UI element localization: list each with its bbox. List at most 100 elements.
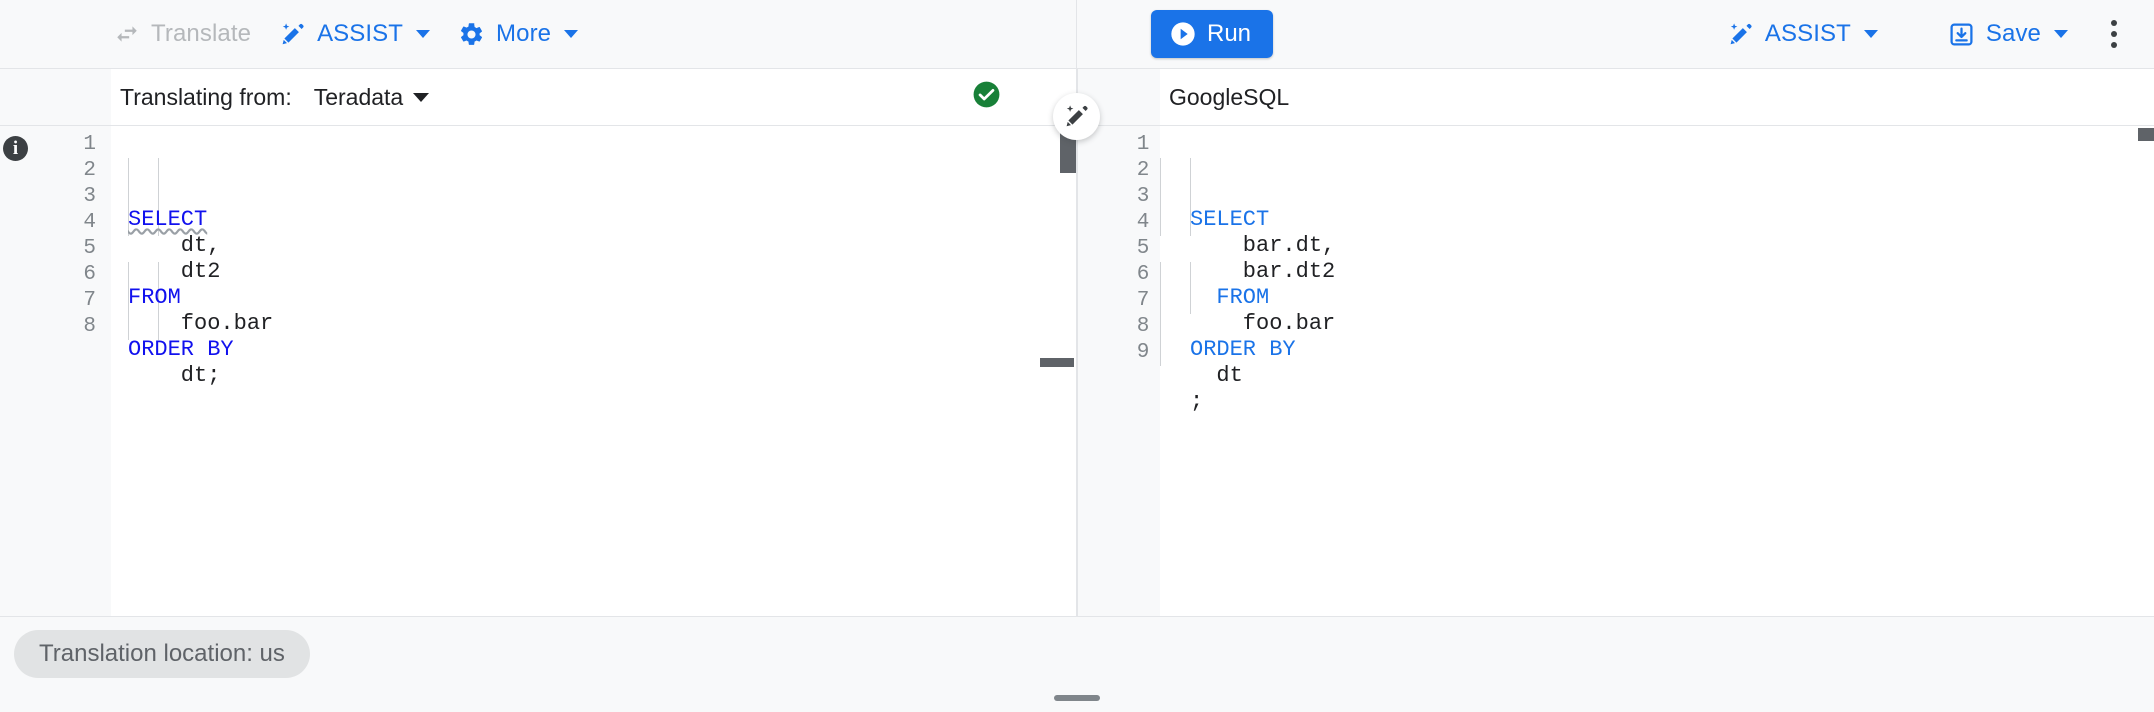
translating-from-label: Translating from: <box>120 83 292 110</box>
line-number: 5 <box>1136 237 1150 260</box>
more-label: More <box>496 20 552 47</box>
status-bar: Translation location: us <box>0 616 2154 712</box>
save-download-icon <box>1948 21 1975 48</box>
code-line: dt; <box>128 363 1076 389</box>
line-number: 8 <box>1136 315 1150 338</box>
code-line: ORDER BY <box>128 337 1076 363</box>
source-pane-header: Translating from: Teradata <box>0 69 1076 126</box>
code-token: bar.dt2 <box>1190 259 1336 284</box>
code-token: ORDER BY <box>128 337 234 362</box>
horizontal-resize-grip[interactable] <box>1054 695 1100 701</box>
code-token: dt; <box>128 363 221 388</box>
code-line: dt2 <box>128 259 1076 285</box>
code-line: ; <box>1190 389 2154 415</box>
code-token: foo.bar <box>1190 311 1336 336</box>
code-line: SELECT <box>128 207 1076 233</box>
editor-panes: Translating from: Teradata i <box>0 69 2154 616</box>
chevron-down-icon <box>413 92 430 102</box>
code-token: ; <box>1190 389 1204 414</box>
code-line: bar.dt2 <box>1190 259 2154 285</box>
line-number: 2 <box>83 159 96 182</box>
code-token: ORDER BY <box>1190 337 1296 362</box>
code-token: dt, <box>128 233 221 258</box>
more-button[interactable]: More <box>448 10 588 58</box>
code-line: foo.bar <box>128 311 1076 337</box>
target-vertical-scrollbar[interactable] <box>2138 128 2154 141</box>
target-header-body: GoogleSQL <box>1160 69 2154 125</box>
line-number: 6 <box>1136 263 1150 286</box>
code-line: FROM <box>128 285 1076 311</box>
target-pane-header: GoogleSQL <box>1078 69 2154 126</box>
code-line: SELECT <box>1190 207 2154 233</box>
translation-location-chip: Translation location: us <box>14 630 310 678</box>
magic-wand-icon <box>1727 21 1754 48</box>
gear-icon <box>458 21 485 48</box>
magic-wand-icon[interactable] <box>1053 93 1100 140</box>
source-header-gutter <box>0 69 111 125</box>
line-number: 3 <box>1136 185 1150 208</box>
source-horizontal-scrollbar[interactable] <box>1040 358 1074 367</box>
target-editor[interactable]: 1 2 3 4 5 6 7 8 9 SELECT bar.dt, bar.dt2 FROM fo… <box>1078 126 2154 616</box>
play-circle-icon <box>1169 20 1197 48</box>
code-token: foo.bar <box>128 311 274 336</box>
chevron-down-icon <box>564 30 579 38</box>
line-number: 7 <box>1136 289 1150 312</box>
chevron-down-icon <box>416 30 431 38</box>
code-line: dt, <box>128 233 1076 259</box>
line-number: 7 <box>83 289 96 312</box>
save-button[interactable]: Save <box>1938 10 2078 58</box>
pane-splitter[interactable] <box>1053 69 1100 616</box>
source-line-numbers: 1 2 3 4 5 6 7 8 <box>48 126 111 616</box>
run-button[interactable]: Run <box>1151 10 1274 58</box>
top-toolbar: Translate ASSIST More <box>0 0 2154 69</box>
source-dialect-selector[interactable]: Teradata <box>314 84 430 111</box>
code-line: bar.dt, <box>1190 233 2154 259</box>
chevron-down-icon <box>1863 30 1878 38</box>
line-number: 1 <box>83 133 96 156</box>
assist-button-source[interactable]: ASSIST <box>269 10 440 58</box>
check-circle-icon <box>971 79 1002 115</box>
source-dialect-value: Teradata <box>313 83 404 110</box>
assist-label-source: ASSIST <box>317 20 404 47</box>
line-number: 9 <box>1136 341 1150 364</box>
line-number: 5 <box>83 237 96 260</box>
toolbar-left-group: Translate ASSIST More <box>0 0 1076 68</box>
line-number: 1 <box>1136 133 1150 156</box>
code-token: FROM <box>128 285 181 310</box>
line-number: 4 <box>83 211 96 234</box>
code-line: foo.bar <box>1190 311 2154 337</box>
code-line: FROM <box>1190 285 2154 311</box>
code-token: dt2 <box>128 259 221 284</box>
kebab-menu-icon[interactable] <box>2088 8 2140 60</box>
line-number: 3 <box>83 185 96 208</box>
assist-button-target[interactable]: ASSIST <box>1717 10 1888 58</box>
source-header-body: Translating from: Teradata <box>111 69 1076 125</box>
code-token: FROM <box>1190 285 1270 310</box>
code-token: bar.dt, <box>1190 233 1336 258</box>
translate-button[interactable]: Translate <box>104 10 261 58</box>
code-token: dt <box>1190 363 1243 388</box>
line-number: 6 <box>83 263 96 286</box>
target-line-numbers: 1 2 3 4 5 6 7 8 9 <box>1126 126 1160 616</box>
toolbar-right-group: Run ASSIST <box>1076 0 2154 68</box>
code-token: SELECT <box>1190 207 1270 232</box>
code-token: SELECT <box>128 207 208 232</box>
line-number: 8 <box>83 315 96 338</box>
magic-wand-icon <box>279 21 306 48</box>
run-label: Run <box>1207 20 1252 47</box>
assist-label-target: ASSIST <box>1764 20 1851 47</box>
line-number: 2 <box>1136 159 1150 182</box>
code-line <box>128 389 1076 415</box>
save-label: Save <box>1985 20 2041 47</box>
source-pane: Translating from: Teradata i <box>0 69 1076 616</box>
code-line: ORDER BY <box>1190 337 2154 363</box>
info-icon[interactable]: i <box>3 136 28 161</box>
translate-label: Translate <box>151 20 252 47</box>
target-pane: GoogleSQL 1 2 3 4 5 6 7 8 9 SELECT bar.dt, bar.d… <box>1077 69 2154 616</box>
swap-horiz-icon <box>114 21 140 47</box>
line-number: 4 <box>1136 211 1150 234</box>
